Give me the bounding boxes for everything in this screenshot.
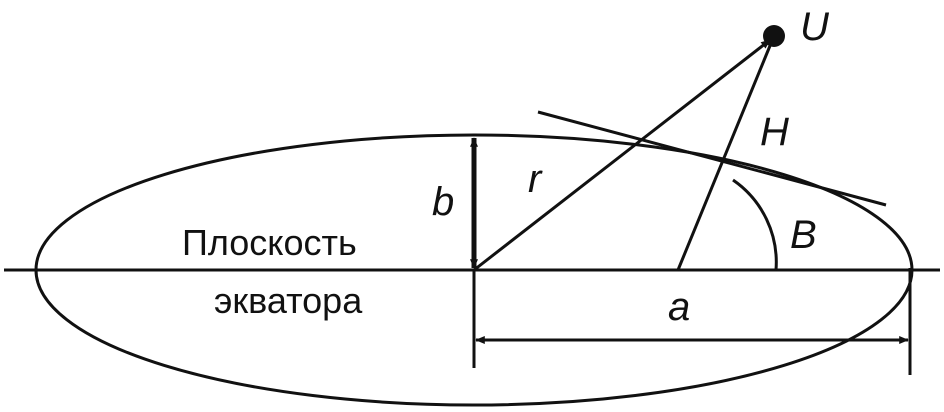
point-u-marker (763, 25, 785, 47)
radius-vector-arrow (473, 38, 771, 272)
label-latitude-b: B (790, 213, 817, 257)
label-equator-plane-line1: Плоскость (182, 222, 357, 263)
tangent-line (537, 110, 887, 207)
latitude-angle-arc (732, 178, 778, 271)
label-height-h: H (760, 110, 789, 154)
label-semi-major-a: a (668, 285, 690, 329)
ellipsoid-outline (34, 133, 914, 407)
label-radius-r: r (528, 157, 543, 201)
label-equator-plane-line2: экватора (214, 280, 363, 321)
normal-height-line (676, 35, 776, 271)
label-point-u: U (800, 5, 830, 49)
label-semi-minor-b: b (432, 180, 454, 224)
